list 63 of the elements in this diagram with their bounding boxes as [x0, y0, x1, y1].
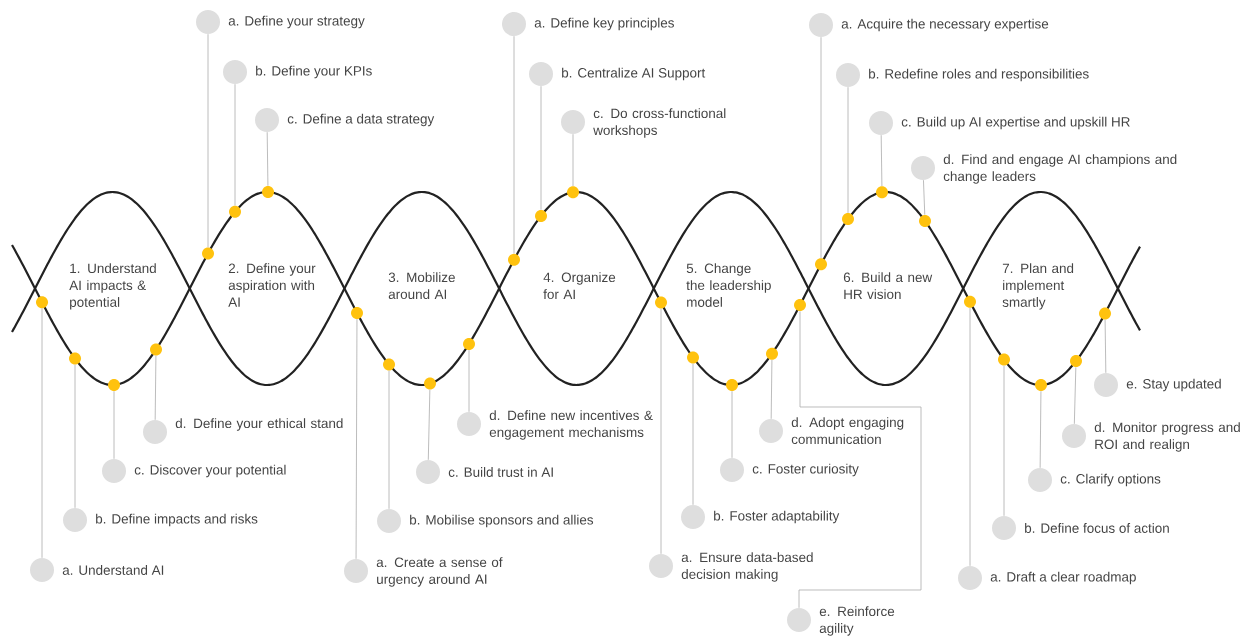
leader-line: [207, 33, 209, 248]
leader-line: [660, 308, 662, 555]
leader-line: [355, 318, 358, 560]
leader-line: [770, 359, 773, 420]
step-label: c. Foster curiosity: [720, 458, 859, 482]
leader-line: [468, 349, 470, 413]
leader-line: [427, 389, 431, 461]
leader-line: [74, 364, 76, 509]
leader-line: [820, 36, 822, 259]
step-label: b. Redefine roles and responsibilities: [836, 63, 1089, 87]
leader-line: [513, 35, 515, 254]
leader-line: [540, 85, 542, 211]
step-label: a. Ensure data-based decision making: [649, 552, 813, 582]
leader-line: [847, 86, 849, 214]
leader-line: [1039, 390, 1042, 469]
step-label: c. Build trust in AI: [416, 460, 553, 484]
step-label: a. Define key principles: [502, 12, 674, 36]
leader-line: [41, 308, 43, 559]
leader-line: [692, 363, 694, 506]
step-label: b. Foster adaptability: [681, 505, 840, 529]
leader-line: [266, 131, 269, 187]
leader-line: [388, 370, 390, 510]
step-label: d. Define your ethical stand: [143, 418, 343, 444]
stage-title: 7. Plan and implement smartly: [1002, 263, 1074, 310]
stage-title: 3. Mobilize around AI: [388, 272, 455, 299]
step-label: d. Monitor progress and ROI and realign: [1062, 422, 1240, 452]
leader-line: [1003, 365, 1005, 517]
step-label: a. Understand AI: [30, 558, 164, 582]
step-label: b. Define your KPIs: [223, 60, 372, 84]
step-label: c. Discover your potential: [102, 459, 286, 483]
step-label: c. Do cross-functional workshops: [561, 108, 726, 138]
leader-line: [113, 390, 115, 460]
stage-title: 5. Change the leadership model: [686, 263, 771, 307]
leader-line: [923, 179, 926, 216]
leader-line: [154, 355, 157, 421]
step-label: c. Build up AI expertise and upskill HR: [869, 111, 1130, 135]
step-label: d. Define new incentives & engagement mechanisms: [457, 410, 653, 440]
step-label: e. Stay updated: [1094, 373, 1221, 397]
leader-line: [880, 134, 883, 187]
step-label: a. Draft a clear roadmap: [958, 566, 1136, 590]
step-label: c. Clarify options: [1028, 468, 1161, 492]
stage-title: 2. Define your aspiration with AI: [228, 263, 316, 307]
stage-title: 4. Organize for AI: [543, 272, 616, 299]
step-label: e. Reinforce agility: [787, 606, 895, 636]
step-label: b. Define focus of action: [992, 516, 1169, 540]
step-label: a. Acquire the necessary expertise: [809, 13, 1049, 37]
leader-line: [234, 83, 236, 206]
step-label: d. Adopt engaging communication: [759, 417, 904, 444]
stage-title: 6. Build a new HR vision: [843, 272, 933, 299]
step-label: a. Create a sense of urgency around AI: [344, 557, 503, 587]
leader-line: [1104, 319, 1107, 374]
stage-title: 1. Understand AI impacts & potential: [69, 263, 156, 310]
step-label: b. Mobilise sponsors and allies: [377, 509, 594, 533]
step-label: b. Define impacts and risks: [63, 508, 258, 532]
leader-line: [1073, 366, 1077, 425]
step-label: a. Define your strategy: [196, 10, 365, 34]
leader-line: [572, 133, 574, 187]
step-label: c. Define a data strategy: [255, 108, 435, 132]
leader-line: [731, 390, 733, 459]
leader-line: [969, 307, 971, 567]
leader-line: [798, 310, 922, 609]
step-label: b. Centralize AI Support: [529, 62, 706, 86]
step-label: d. Find and engage AI champions and change leaders: [911, 154, 1177, 184]
